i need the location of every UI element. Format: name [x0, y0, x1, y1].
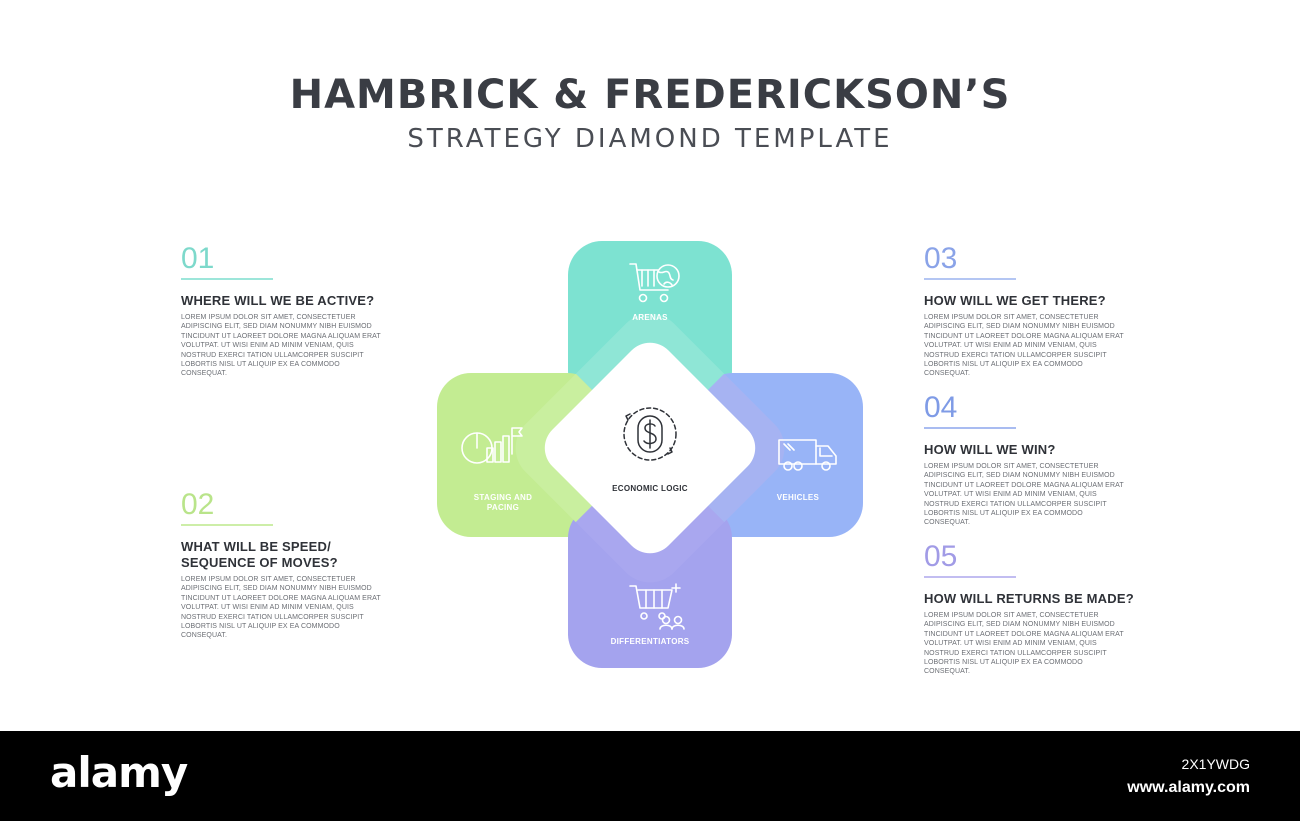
- center-label: ECONOMIC LOGIC: [612, 484, 688, 493]
- item-05: 05 HOW WILL RETURNS BE MADE? LOREM IPSUM…: [924, 542, 1139, 677]
- dollar-cycle-icon: [623, 407, 677, 461]
- item-body: LOREM IPSUM DOLOR SIT AMET, CONSECTETUER…: [924, 612, 1124, 676]
- item-03: 03 HOW WILL WE GET THERE? LOREM IPSUM DO…: [924, 244, 1139, 379]
- petal-label-vehicles: VEHICLES: [776, 493, 820, 502]
- growth-chart-flag-icon: [461, 427, 523, 464]
- item-body: LOREM IPSUM DOLOR SIT AMET, CONSECTETUER…: [181, 314, 381, 378]
- petal-label-arenas: ARENAS: [632, 313, 668, 322]
- image-id: 2X1YWDG: [1181, 756, 1250, 772]
- page-subtitle: STRATEGY DIAMOND TEMPLATE: [407, 124, 893, 154]
- item-heading: WHAT WILL BE SPEED/ SEQUENCE OF MOVES?: [181, 539, 338, 570]
- item-body: LOREM IPSUM DOLOR SIT AMET, CONSECTETUER…: [181, 576, 381, 640]
- delivery-truck-icon: [778, 439, 837, 471]
- item-number: 05: [924, 540, 958, 573]
- item-04: 04 HOW WILL WE WIN? LOREM IPSUM DOLOR SI…: [924, 393, 1139, 528]
- item-heading: WHERE WILL WE BE ACTIVE?: [181, 293, 375, 308]
- footer-bar: [0, 731, 1300, 821]
- item-02: 02 WHAT WILL BE SPEED/ SEQUENCE OF MOVES…: [181, 490, 396, 641]
- item-01: 01 WHERE WILL WE BE ACTIVE? LOREM IPSUM …: [181, 244, 396, 379]
- item-divider: [181, 278, 273, 280]
- item-number: 02: [181, 488, 215, 521]
- page-title: HAMBRICK & FREDERICKSON’S: [289, 72, 1011, 118]
- site-url: www.alamy.com: [1127, 779, 1250, 796]
- item-number: 03: [924, 242, 958, 275]
- item-divider: [924, 427, 1016, 429]
- item-heading: HOW WILL WE WIN?: [924, 442, 1056, 457]
- item-body: LOREM IPSUM DOLOR SIT AMET, CONSECTETUER…: [924, 463, 1124, 527]
- item-divider: [181, 524, 273, 526]
- item-divider: [924, 576, 1016, 578]
- item-body: LOREM IPSUM DOLOR SIT AMET, CONSECTETUER…: [924, 314, 1124, 378]
- item-number: 04: [924, 391, 958, 424]
- item-number: 01: [181, 242, 215, 275]
- petal-label-staging-and-pacing: STAGING AND PACING: [473, 493, 533, 512]
- shopping-cart-globe-icon: [629, 263, 680, 303]
- cart-people-icon: [629, 583, 685, 630]
- item-divider: [924, 278, 1016, 280]
- item-heading: HOW WILL WE GET THERE?: [924, 293, 1106, 308]
- item-heading: HOW WILL RETURNS BE MADE?: [924, 591, 1134, 606]
- petal-label-differentiators: DIFFERENTIATORS: [610, 637, 690, 646]
- brand-logo: alamy: [50, 748, 188, 797]
